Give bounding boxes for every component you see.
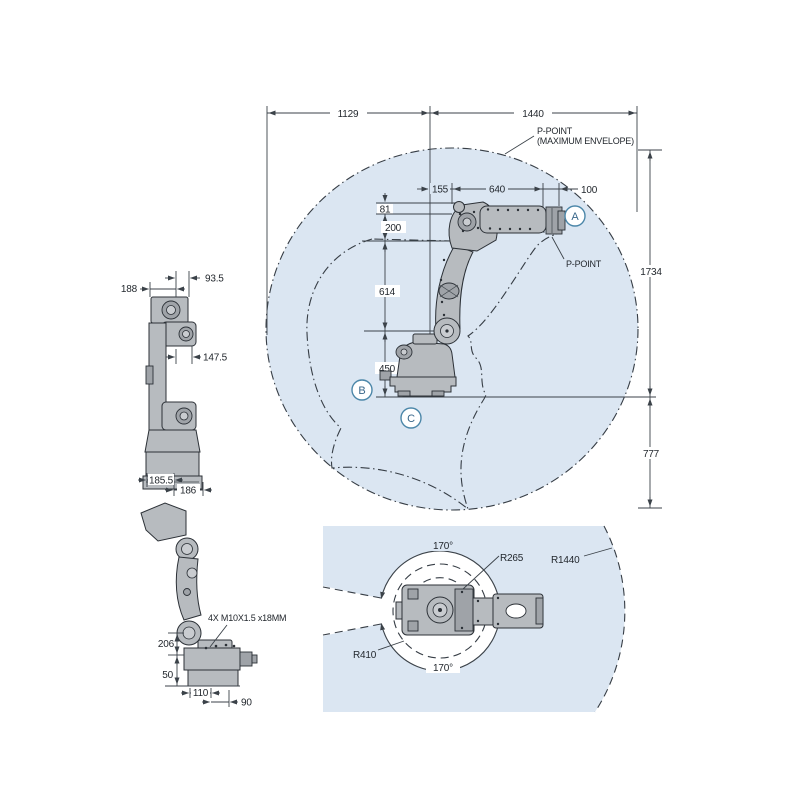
dim-206: 206	[158, 639, 175, 650]
wedge-edge-upper	[322, 586, 382, 599]
dim-186: 186	[180, 486, 197, 497]
p-point-label: P-POINT	[566, 259, 602, 269]
dim-arm-chain: 155 640 100	[417, 183, 598, 196]
dim-93-5: 93.5	[205, 274, 224, 285]
label-c: C	[407, 413, 415, 425]
dim-640: 640	[489, 185, 506, 196]
mount-bolt-note: 4X M10X1.5 x18MM	[208, 613, 287, 648]
front-dims: 93.5 188 147.5 185.5 186	[121, 271, 228, 497]
r1440-arc	[594, 525, 626, 713]
dim-1129: 1129	[338, 109, 359, 120]
wedge-edge-lower	[322, 623, 382, 636]
dim-1440: 1440	[522, 109, 544, 120]
robot-mount-silhouette	[140, 502, 258, 687]
angle-bottom-label: 170°	[433, 663, 453, 674]
label-b: B	[358, 385, 365, 397]
balloon-c: C	[400, 407, 422, 429]
bolt-dots	[439, 208, 540, 317]
robot-front-silhouette	[142, 296, 203, 490]
dim-200: 200	[385, 223, 402, 234]
dim-450: 450	[379, 364, 396, 375]
dim-185-5: 185.5	[149, 476, 174, 487]
dim-50: 50	[162, 670, 173, 681]
label-a: A	[571, 211, 579, 223]
robot-top-silhouette	[395, 584, 544, 636]
max-envelope-boundary	[265, 147, 639, 511]
p-point-callout: P-POINT	[551, 236, 602, 269]
pmax-line2: (MAXIMUM ENVELOPE)	[537, 136, 634, 146]
dim-1734: 1734	[640, 267, 662, 278]
dim-614: 614	[379, 287, 396, 298]
front-view: 93.5 188 147.5 185.5 186	[121, 271, 228, 497]
dim-81: 81	[380, 205, 391, 216]
r1440-label: R1440	[551, 555, 580, 566]
bolt-note: 4X M10X1.5 x18MM	[208, 613, 286, 623]
p-point-max-callout: P-POINT (MAXIMUM ENVELOPE)	[504, 126, 634, 155]
dim-110: 110	[193, 688, 209, 699]
dim-90: 90	[241, 698, 252, 709]
dim-right-heights: 1734 777	[637, 150, 665, 508]
balloon-b: B	[351, 379, 373, 401]
dim-100: 100	[581, 185, 598, 196]
balloon-a: A	[564, 205, 586, 227]
pmax-line1: P-POINT	[537, 126, 573, 136]
mount-dims: 206 50 110 90	[158, 632, 253, 709]
side-view: 1129 1440 P-POINT (MAXIMUM ENVELOPE) 155…	[265, 106, 665, 511]
angle-top-label: 170°	[433, 541, 453, 552]
r265-label: R265	[500, 553, 524, 564]
dim-155: 155	[432, 185, 449, 196]
top-view: 170° 170° R265 R410 R1440	[322, 525, 626, 713]
dim-top: 1129 1440	[267, 107, 637, 120]
side-extension-lines	[266, 106, 662, 509]
r410-label: R410	[353, 650, 377, 661]
mount-view: 4X M10X1.5 x18MM 206 50 110 90	[140, 502, 287, 709]
dim-188: 188	[121, 284, 138, 295]
top-view-labels: 170° 170° R265 R410 R1440	[353, 539, 613, 674]
robot-side-silhouette	[379, 201, 566, 397]
inner-envelope-cutout	[306, 231, 558, 511]
dim-777: 777	[643, 449, 660, 460]
dim-147-5: 147.5	[203, 353, 228, 364]
